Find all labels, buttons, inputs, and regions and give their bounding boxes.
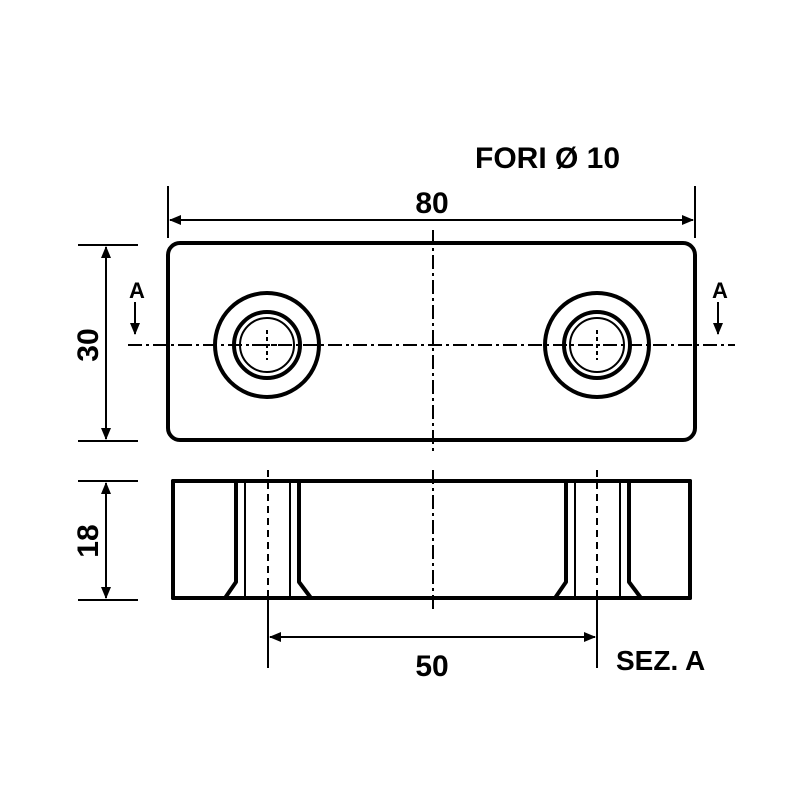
plate-outline (166, 241, 697, 442)
dimension-length: 80 (167, 186, 696, 238)
length-value: 80 (415, 187, 448, 220)
section-title: SEZ. A (616, 645, 705, 676)
top-view: A A (128, 230, 735, 455)
section-body-right (627, 479, 692, 600)
section-view (171, 470, 692, 612)
hole-spacing-value: 50 (415, 650, 448, 683)
section-arrow-left: A (129, 278, 145, 335)
section-mark-right: A (712, 278, 728, 303)
height-value: 30 (72, 328, 105, 361)
holes-note: FORI Ø 10 (475, 142, 620, 175)
counterbore-hole-right (543, 291, 651, 399)
dimension-hole-spacing: 50 (267, 600, 598, 683)
dimension-thickness: 18 (72, 480, 138, 601)
dimension-height: 30 (72, 244, 138, 442)
section-body-left (171, 479, 238, 600)
thickness-value: 18 (72, 524, 105, 557)
section-arrow-right: A (712, 278, 728, 335)
section-mark-left: A (129, 278, 145, 303)
counterbore-hole-left (213, 291, 321, 399)
